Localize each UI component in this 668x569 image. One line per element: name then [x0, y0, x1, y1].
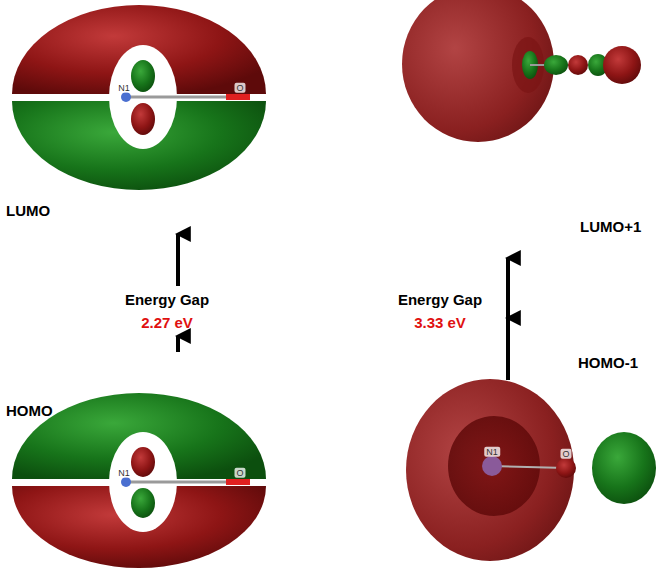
atom-o [556, 458, 576, 478]
orbital-lobe [592, 432, 656, 504]
atom-label: N1 [484, 447, 500, 457]
lumo1-orbital [402, 0, 641, 142]
gap-value: 2.27 eV [141, 314, 193, 331]
orbital-lobe [131, 488, 155, 518]
gap-value: 3.33 eV [414, 314, 466, 331]
arrow-shaft [506, 258, 510, 320]
orbital-label: LUMO+1 [580, 218, 641, 235]
atom-o [226, 94, 250, 100]
orbital-lobe [131, 103, 155, 135]
orbital-lobe [603, 46, 641, 84]
homo1-orbital [406, 379, 656, 561]
atom-label: O [234, 83, 245, 93]
orbital-label: HOMO-1 [578, 354, 638, 371]
gap-arrow [178, 234, 508, 380]
orbital-label: HOMO [6, 402, 53, 419]
atom-label: O [560, 449, 571, 459]
orbital-lobe [131, 447, 155, 477]
bond-axis [492, 466, 566, 468]
atom-n [121, 477, 131, 487]
orbital-label: LUMO [6, 202, 50, 219]
lumo-orbital [12, 5, 266, 190]
atom-n [121, 92, 131, 102]
orbital-lobe [406, 379, 574, 561]
atom-n [482, 456, 502, 476]
atom-label: O [234, 468, 245, 478]
atom-label: N1 [116, 83, 132, 93]
gap-label: Energy Gap [125, 291, 209, 308]
homo-orbital [12, 393, 266, 568]
arrow-shaft [176, 234, 180, 286]
arrow-shaft [176, 336, 180, 352]
atom-o [568, 55, 588, 75]
arrow-shaft [506, 318, 510, 380]
orbital-lobe [544, 55, 568, 75]
orbital-lobe [131, 60, 155, 92]
atom-o [226, 479, 250, 485]
atom-label: N1 [116, 468, 132, 478]
orbital-lobe [402, 0, 554, 142]
gap-label: Energy Gap [398, 291, 482, 308]
